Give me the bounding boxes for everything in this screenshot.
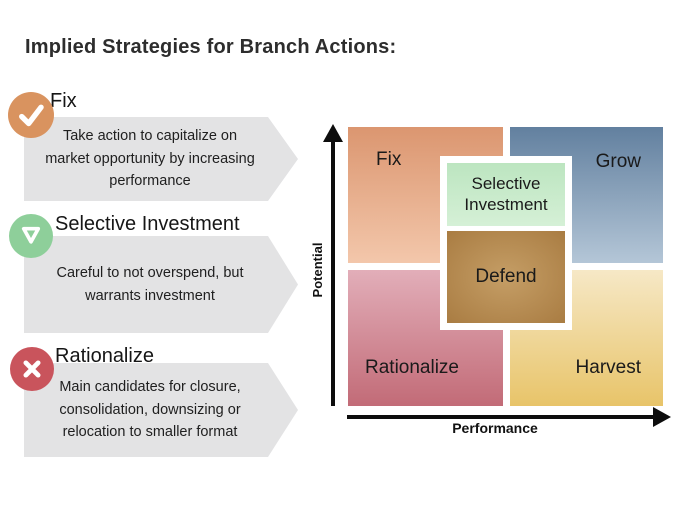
overlay-defend: Defend <box>447 231 565 323</box>
strategy-matrix: Fix Grow Rationalize Harvest Selective I… <box>348 127 663 406</box>
x-axis-arrow <box>347 407 671 427</box>
x-icon <box>10 347 54 391</box>
overlay-label-defend: Defend <box>475 266 537 287</box>
quadrant-label-fix: Fix <box>376 149 402 170</box>
page-title: Implied Strategies for Branch Actions: <box>25 36 397 58</box>
callout-box-fix: Take action to capitalize on market oppo… <box>24 117 298 201</box>
quadrant-label-grow: Grow <box>595 151 641 172</box>
quadrant-label-harvest: Harvest <box>575 357 641 378</box>
y-axis-arrow <box>323 124 343 406</box>
callout-box-selective-investment: Careful to not overspend, but warrants i… <box>24 236 298 333</box>
overlay-selective-investment: Selective Investment <box>447 163 565 226</box>
callout-text-selective-investment: Careful to not overspend, but warrants i… <box>56 265 244 304</box>
triangle-down-icon <box>9 214 53 258</box>
overlay-label-selective-investment: Selective Investment <box>464 174 548 214</box>
callout-box-rationalize: Main candidates for closure, consolidati… <box>24 363 298 457</box>
check-icon <box>8 92 54 138</box>
legend-heading-selective-investment: Selective Investment <box>55 213 240 235</box>
center-overlay: Selective Investment Defend <box>440 156 572 330</box>
legend-heading-fix: Fix <box>50 90 77 112</box>
x-axis-label: Performance <box>452 420 538 436</box>
callout-text-fix: Take action to capitalize on market oppo… <box>45 128 255 190</box>
legend-heading-rationalize: Rationalize <box>55 345 154 367</box>
quadrant-label-rationalize: Rationalize <box>365 357 459 378</box>
callout-text-rationalize: Main candidates for closure, consolidati… <box>59 379 241 441</box>
